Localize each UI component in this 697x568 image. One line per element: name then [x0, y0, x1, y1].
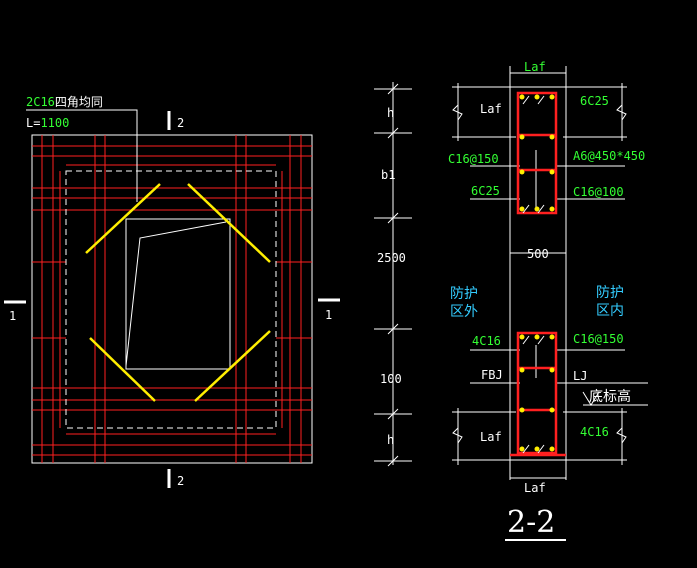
stirrup-right-upper-label: A6@450*450 — [573, 149, 645, 163]
section-title: 2-2 — [507, 505, 555, 540]
stirrup-left-upper-label: C16@150 — [448, 152, 499, 166]
section-mark-right: 1 — [325, 308, 332, 322]
rebar-note: 2C16四角均同 — [26, 95, 103, 109]
lower-right-stirrup-label: C16@150 — [573, 332, 624, 346]
rebar-dots — [519, 94, 555, 452]
section-mark-bottom: 2 — [177, 474, 184, 488]
bottom-right-rebar-label: 4C16 — [580, 425, 609, 439]
right-rebar-upper2-label: C16@100 — [573, 185, 624, 199]
break-line — [125, 221, 227, 367]
dim-h-bottom: h — [387, 433, 394, 447]
dim-h-top: h — [387, 106, 394, 120]
length-note: L=1100 — [26, 116, 69, 130]
laf-top: Laf — [524, 60, 546, 74]
rebar-cages — [510, 91, 566, 457]
slab-outline — [31, 134, 313, 464]
cage-upper — [516, 91, 558, 215]
corner-diagonal-bars — [85, 183, 271, 402]
top-rebar-label: 6C25 — [580, 94, 609, 108]
lj-label: LJ — [573, 369, 587, 383]
bottom-elevation-label: 底标高 — [589, 388, 631, 405]
dim-b1: b1 — [381, 168, 395, 182]
fbj-label: FBJ — [481, 368, 503, 382]
plan-view: 2C16四角均同 L=1100 2 2 1 1 — [4, 95, 340, 488]
dimension-labels: h b1 2500 100 h — [377, 106, 406, 447]
zone-outside-line1: 防护 — [450, 286, 478, 302]
lower-left-rebar-label: 4C16 — [472, 334, 501, 348]
section-mark-left: 1 — [9, 309, 16, 323]
section-2-2 — [452, 66, 648, 480]
bottom-rebar-upper-label: 6C25 — [471, 184, 500, 198]
laf-bottom: Laf — [524, 481, 546, 495]
section-mark-top: 2 — [177, 116, 184, 130]
rebar-grid — [32, 135, 312, 463]
width-dim-500: 500 — [527, 247, 549, 261]
zone-outside-line2: 区外 — [450, 304, 478, 320]
zone-inside-line1: 防护 — [596, 285, 624, 301]
dimension-chain — [374, 82, 412, 467]
laf-upper-left: Laf — [480, 102, 502, 116]
dim-100: 100 — [380, 372, 402, 386]
zone-inside-line2: 区内 — [596, 303, 624, 319]
note-leader — [26, 109, 138, 202]
laf-lower-left: Laf — [480, 430, 502, 444]
stirrup-hooks — [522, 95, 545, 454]
cage-lower — [516, 331, 558, 455]
dim-2500: 2500 — [377, 251, 406, 265]
dimension-ticks — [374, 83, 412, 467]
opening-frame-dashed — [65, 170, 277, 429]
section-labels: Laf Laf 6C25 C16@150 A6@450*450 6C25 C16… — [448, 60, 645, 541]
opening — [125, 218, 231, 370]
